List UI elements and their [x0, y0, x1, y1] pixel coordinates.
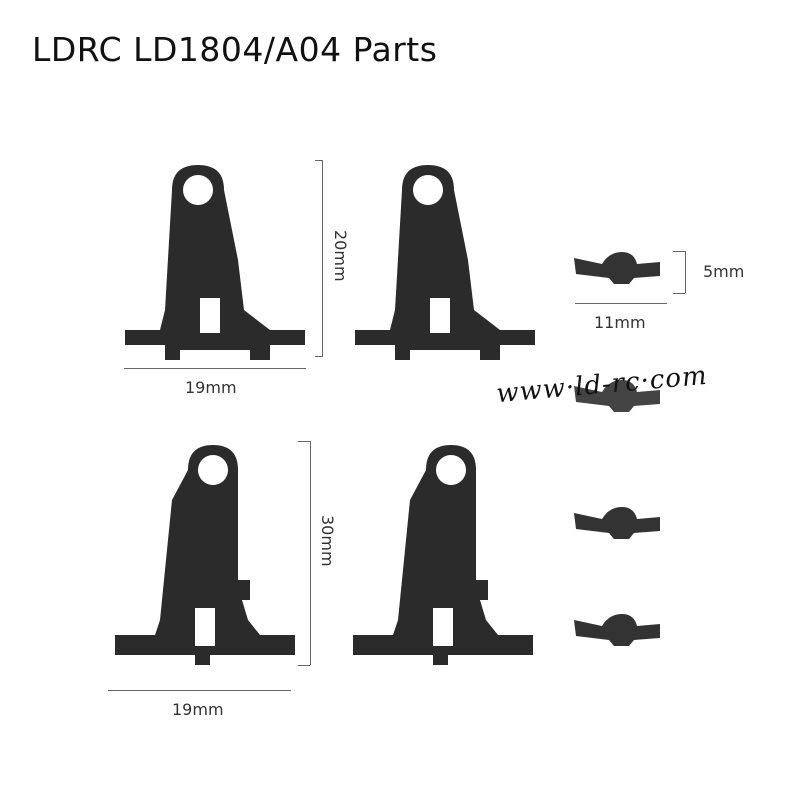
wing-nut-part-3 [574, 507, 660, 539]
page-title: LDRC LD1804/A04 Parts [32, 30, 438, 69]
dim-tick [673, 251, 685, 252]
wing-nut-part-2 [574, 380, 660, 412]
large-bracket-part-1 [115, 445, 295, 665]
large-width-dim-line [108, 690, 291, 691]
wing-nut-part-4 [574, 614, 660, 646]
small-bracket-part-2 [355, 165, 535, 360]
small-width-label: 19mm [185, 378, 237, 397]
small-height-dim-line [322, 160, 323, 356]
large-height-dim-line [310, 441, 311, 665]
small-height-label: 20mm [331, 230, 350, 282]
large-width-label: 19mm [172, 700, 224, 719]
dim-tick [298, 441, 310, 442]
nut-width-label: 11mm [594, 313, 646, 332]
dim-tick [315, 356, 323, 357]
dim-tick [298, 665, 310, 666]
nut-width-dim-line [575, 303, 667, 304]
small-bracket-part-1 [125, 165, 305, 360]
nut-height-label: 5mm [703, 262, 745, 281]
dim-tick [315, 160, 323, 161]
large-height-label: 30mm [318, 515, 337, 567]
wing-nut-part-1 [574, 252, 660, 284]
dim-tick [673, 293, 685, 294]
large-bracket-part-2 [353, 445, 533, 665]
small-width-dim-line [124, 368, 306, 369]
nut-height-dim-line [685, 251, 686, 293]
